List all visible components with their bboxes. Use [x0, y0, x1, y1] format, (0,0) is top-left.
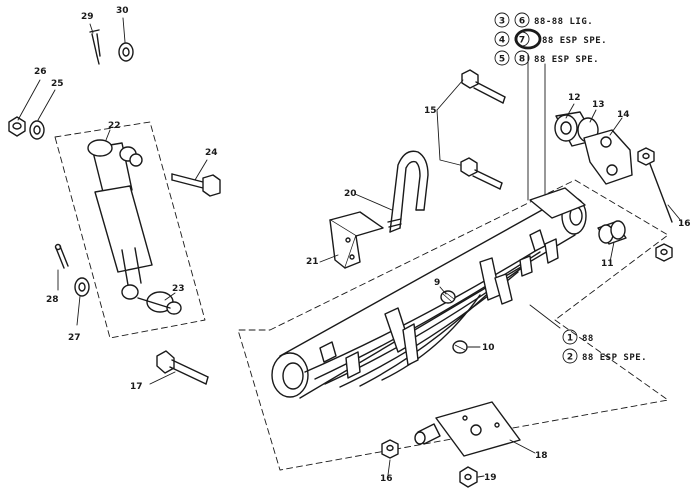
legend-top-right-2: 7 — [519, 36, 525, 46]
callout-15: 15 — [424, 106, 437, 116]
callout-21: 21 — [306, 257, 319, 267]
bottom-plate-18 — [414, 401, 521, 457]
callout-11: 11 — [601, 259, 614, 269]
callout-12: 12 — [568, 93, 581, 103]
legend-top-right-3: 8 — [519, 55, 525, 65]
callout-17: 17 — [130, 382, 143, 392]
callout-28: 28 — [46, 295, 59, 305]
nut-10 — [452, 340, 468, 354]
bolts-15 — [460, 69, 506, 190]
highlight-circle — [514, 28, 542, 50]
legend-bottom-text-2: 88 ESP SPE. — [582, 353, 647, 363]
legend-top-text-1: 88-88 LIG. — [534, 17, 593, 27]
callout-23: 23 — [172, 284, 185, 294]
legend-bottom-num-2: 2 — [567, 353, 573, 363]
bottom-nuts — [381, 439, 478, 488]
callout-22: 22 — [108, 121, 121, 131]
legend-bottom-num-1: 1 — [567, 334, 573, 344]
callout-labels: 29 30 26 25 22 24 23 28 27 17 20 21 15 1… — [34, 6, 691, 484]
legend-bottom: 1 88 2 88 ESP SPE. — [562, 329, 647, 364]
legend-top-text-3: 88 ESP SPE. — [534, 55, 599, 65]
bolt-24 — [171, 173, 221, 197]
parts-27-28 — [54, 243, 90, 297]
callout-16-top: 16 — [678, 219, 691, 229]
callout-9: 9 — [434, 278, 440, 288]
assembly-boundary — [237, 179, 669, 471]
legend-top-left-2: 4 — [499, 36, 505, 46]
callout-13: 13 — [592, 100, 605, 110]
legend-top-left-3: 5 — [499, 55, 505, 65]
legend-bottom-text-1: 88 — [582, 334, 594, 344]
callout-27: 27 — [68, 333, 81, 343]
callout-19: 19 — [484, 473, 497, 483]
callout-20: 20 — [344, 189, 357, 199]
u-bolt-20 — [387, 150, 429, 233]
callout-16-bottom: 16 — [380, 474, 393, 484]
callout-10: 10 — [482, 343, 495, 353]
callout-30: 30 — [116, 6, 129, 16]
callout-25: 25 — [51, 79, 64, 89]
callout-14: 14 — [617, 110, 630, 120]
legend-top-text-2: 88 ESP SPE. — [542, 36, 607, 46]
callout-29: 29 — [81, 12, 94, 22]
top-left-hardware — [8, 29, 134, 140]
callout-24: 24 — [205, 148, 218, 158]
bolt-17 — [156, 350, 209, 385]
callout-26: 26 — [34, 67, 47, 77]
leader-lines — [17, 17, 683, 478]
leaf-spring — [271, 187, 587, 399]
bracket-21 — [329, 211, 384, 269]
legend-top: 3 6 88-88 LIG. 4 7 88 ESP SPE. 5 8 88 ES… — [494, 12, 607, 66]
callout-18: 18 — [535, 451, 548, 461]
shackle-parts — [554, 111, 673, 262]
legend-top-right-1: 6 — [519, 17, 525, 27]
legend-top-left-1: 3 — [499, 17, 505, 27]
shock-absorber — [54, 121, 206, 339]
